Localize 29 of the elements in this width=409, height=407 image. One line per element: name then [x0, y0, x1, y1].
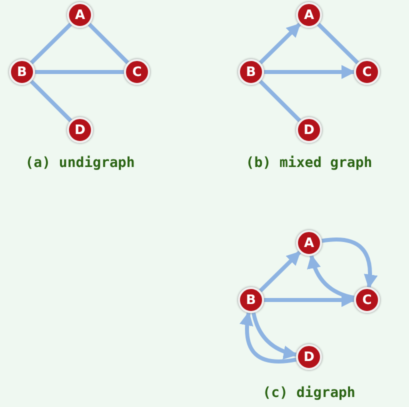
vertex-circle: B [238, 287, 264, 313]
edge-line [30, 80, 72, 122]
vertex-circle: C [354, 287, 380, 313]
vertex-circle: D [296, 117, 322, 143]
arrow [322, 238, 378, 289]
graph-caption: (a) undigraph [25, 155, 135, 171]
arrow [264, 293, 356, 307]
edge-line [35, 70, 124, 74]
vertex-circle: B [9, 59, 35, 85]
vertex-circle: D [296, 344, 322, 370]
edge-line [316, 22, 360, 64]
vertex-circle: C [124, 59, 150, 85]
graph-caption: (b) mixed graph [246, 155, 372, 171]
arrow [258, 250, 302, 292]
edge-line [88, 22, 130, 64]
edge-line [30, 22, 72, 64]
graph-caption: (c) digraph [262, 385, 356, 401]
arrow [258, 22, 302, 64]
arrow [264, 65, 356, 79]
vertex-circle: A [67, 2, 93, 28]
vertex-circle: B [238, 59, 264, 85]
edge-line [258, 80, 302, 122]
arrow [308, 254, 355, 300]
vertex-circle: D [67, 117, 93, 143]
arrow [240, 311, 297, 364]
vertex-circle: C [354, 59, 380, 85]
arrow [252, 312, 298, 359]
vertex-circle: A [296, 2, 322, 28]
vertex-circle: A [296, 230, 322, 256]
